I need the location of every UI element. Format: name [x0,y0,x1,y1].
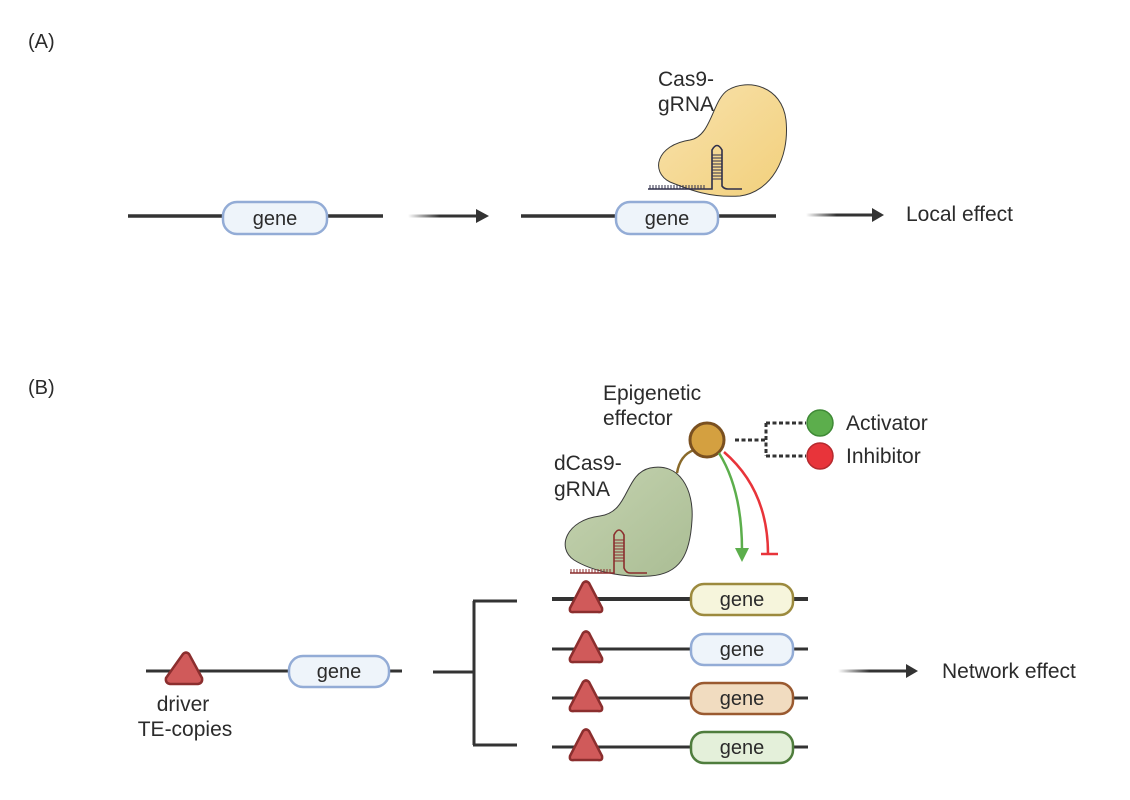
panel-b: (B) gene driver TE-copies genegenegenege… [28,377,1076,765]
local-effect-label: Local effect [906,203,1013,226]
dcas9-label-line2: gRNA [554,478,610,501]
panel-a-label: (A) [28,31,55,53]
dcas9-grna-complex: dCas9- gRNA [554,452,693,577]
te-copy-triangle-icon [568,679,604,713]
target-strands: gene gene gene gene [552,580,808,765]
arrow-shaft [408,214,478,218]
legend-item-inhibitor: Inhibitor [806,442,921,470]
gene-box [614,200,720,236]
dna-strand-original: gene [128,200,383,236]
gene-box [221,200,329,236]
target-dna-strand: gene [552,728,808,765]
te-copy-triangle-icon [164,651,204,686]
inhibition-arrow [723,451,778,556]
inhibition-curve [723,451,770,555]
arrow-head-icon [906,664,918,678]
arrow-to-network-effect [838,664,918,678]
gene-box [689,730,795,765]
effector-label-line1: Epigenetic [603,382,701,405]
arrow-to-local-effect [806,208,884,222]
activation-curve [717,452,744,551]
arrow-head-icon [872,208,884,222]
legend: Activator Inhibitor [806,409,928,470]
gene-label: gene [720,737,765,759]
effector-linker [675,448,695,474]
cas9-grna-complex: Cas9- gRNA [648,68,788,197]
gene-box [689,681,795,716]
activator-circle-icon [806,409,834,437]
target-dna-strand: gene [552,580,808,617]
grna-hairpin-icon [648,144,742,190]
gene-label: gene [720,688,765,710]
target-dna-strand: gene [552,679,808,716]
inhibitor-label: Inhibitor [846,445,921,468]
grna-hairpin-icon [570,529,647,574]
arrow-shaft [838,669,908,673]
driver-label-line1: driver [157,693,210,716]
inhibitor-circle-icon [806,442,834,470]
te-copy-triangle-icon [568,580,604,614]
effector-circle-icon [688,421,726,459]
gene-box [689,582,795,617]
dcas9-label-line1: dCas9- [554,452,622,475]
arrow-head-icon [476,209,489,223]
panel-b-label: (B) [28,377,55,399]
cas9-label-line2: gRNA [658,93,714,116]
arrow-shaft [806,213,874,217]
gene-label: gene [253,208,298,230]
te-copy-triangle-icon [568,728,604,762]
gene-label: gene [645,208,690,230]
effector-label-line2: effector [603,407,673,430]
dna-strand-edited: gene [521,200,776,236]
network-effect-label: Network effect [942,660,1076,683]
driver-label-line2: TE-copies [138,718,233,741]
target-dna-strand: gene [552,630,808,667]
activation-arrow-head-icon [735,548,749,562]
legend-item-activator: Activator [806,409,928,437]
te-copy-triangle-icon [568,630,604,664]
activator-label: Activator [846,412,928,435]
cas9-label-line1: Cas9- [658,68,714,91]
branch-bracket [433,599,517,747]
arrow-to-edited [408,209,489,223]
effector-type-connector [735,421,806,458]
gene-label: gene [317,661,362,683]
source-dna-strand: gene driver TE-copies [138,651,402,741]
activation-arrow [717,452,749,562]
gene-label: gene [720,639,765,661]
gene-box [287,654,391,689]
gene-box [689,632,795,667]
cas9-protein-icon [658,84,788,197]
panel-a: (A) gene [28,31,1013,236]
epigenetic-effector: Epigenetic effector [603,382,726,459]
gene-label: gene [720,589,765,611]
